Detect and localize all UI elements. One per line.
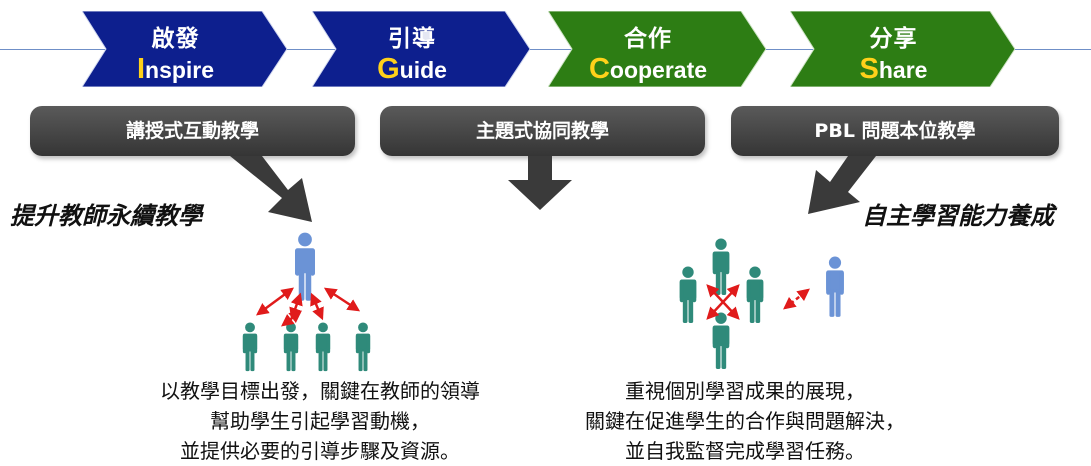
description-left: 以教學目標出發，關鍵在教師的領導 幫助學生引起學習動機， 並提供必要的引導步驟及… xyxy=(90,376,550,466)
red-arrows-right xyxy=(706,284,810,320)
teacher-icon-left xyxy=(295,232,315,301)
step-cooperate: 合作 Cooperate xyxy=(548,11,766,87)
description-left-line-3: 並提供必要的引導步驟及資源。 xyxy=(180,439,460,463)
student-icons-left xyxy=(242,322,371,372)
arrow-right-down xyxy=(808,156,876,214)
step-guide-zh: 引導 xyxy=(388,26,436,52)
box-pbl-teaching: PBL 問題本位教學 xyxy=(731,106,1059,156)
step-share-en: Share xyxy=(859,53,928,85)
teacher-icon-right xyxy=(826,256,844,317)
box-thematic-teaching: 主題式協同教學 xyxy=(380,106,705,156)
step-share-zh: 分享 xyxy=(869,26,918,52)
description-right-line-3: 並自我監督完成學習任務。 xyxy=(625,439,865,463)
step-cooperate-zh: 合作 xyxy=(624,26,672,52)
slogan-right: 自主學習能力養成 xyxy=(862,202,1054,230)
arrow-center-down xyxy=(508,156,572,210)
box-lecture-teaching: 講授式互動教學 xyxy=(30,106,355,156)
description-left-line-2: 幫助學生引起學習動機， xyxy=(210,409,430,433)
timeline-line xyxy=(0,49,1091,50)
step-inspire-en: Inspire xyxy=(136,53,215,85)
step-guide: 引導 Guide xyxy=(312,11,530,87)
description-right: 重視個別學習成果的展現， 關鍵在促進學生的合作與問題解決， 並自我監督完成學習任… xyxy=(530,376,960,466)
description-right-line-2: 關鍵在促進學生的合作與問題解決， xyxy=(585,409,905,433)
description-right-line-1: 重視個別學習成果的展現， xyxy=(625,379,865,403)
step-inspire: 啟發 Inspire xyxy=(82,11,287,87)
arrow-left-down xyxy=(230,156,312,222)
step-share: 分享 Share xyxy=(790,11,1015,87)
description-left-line-1: 以教學目標出發，關鍵在教師的領導 xyxy=(160,379,480,403)
step-guide-en: Guide xyxy=(377,53,447,85)
step-inspire-zh: 啟發 xyxy=(151,26,200,52)
step-cooperate-en: Cooperate xyxy=(588,53,708,85)
slogan-left: 提升教師永續教學 xyxy=(10,202,202,230)
red-arrows-left xyxy=(255,287,361,327)
